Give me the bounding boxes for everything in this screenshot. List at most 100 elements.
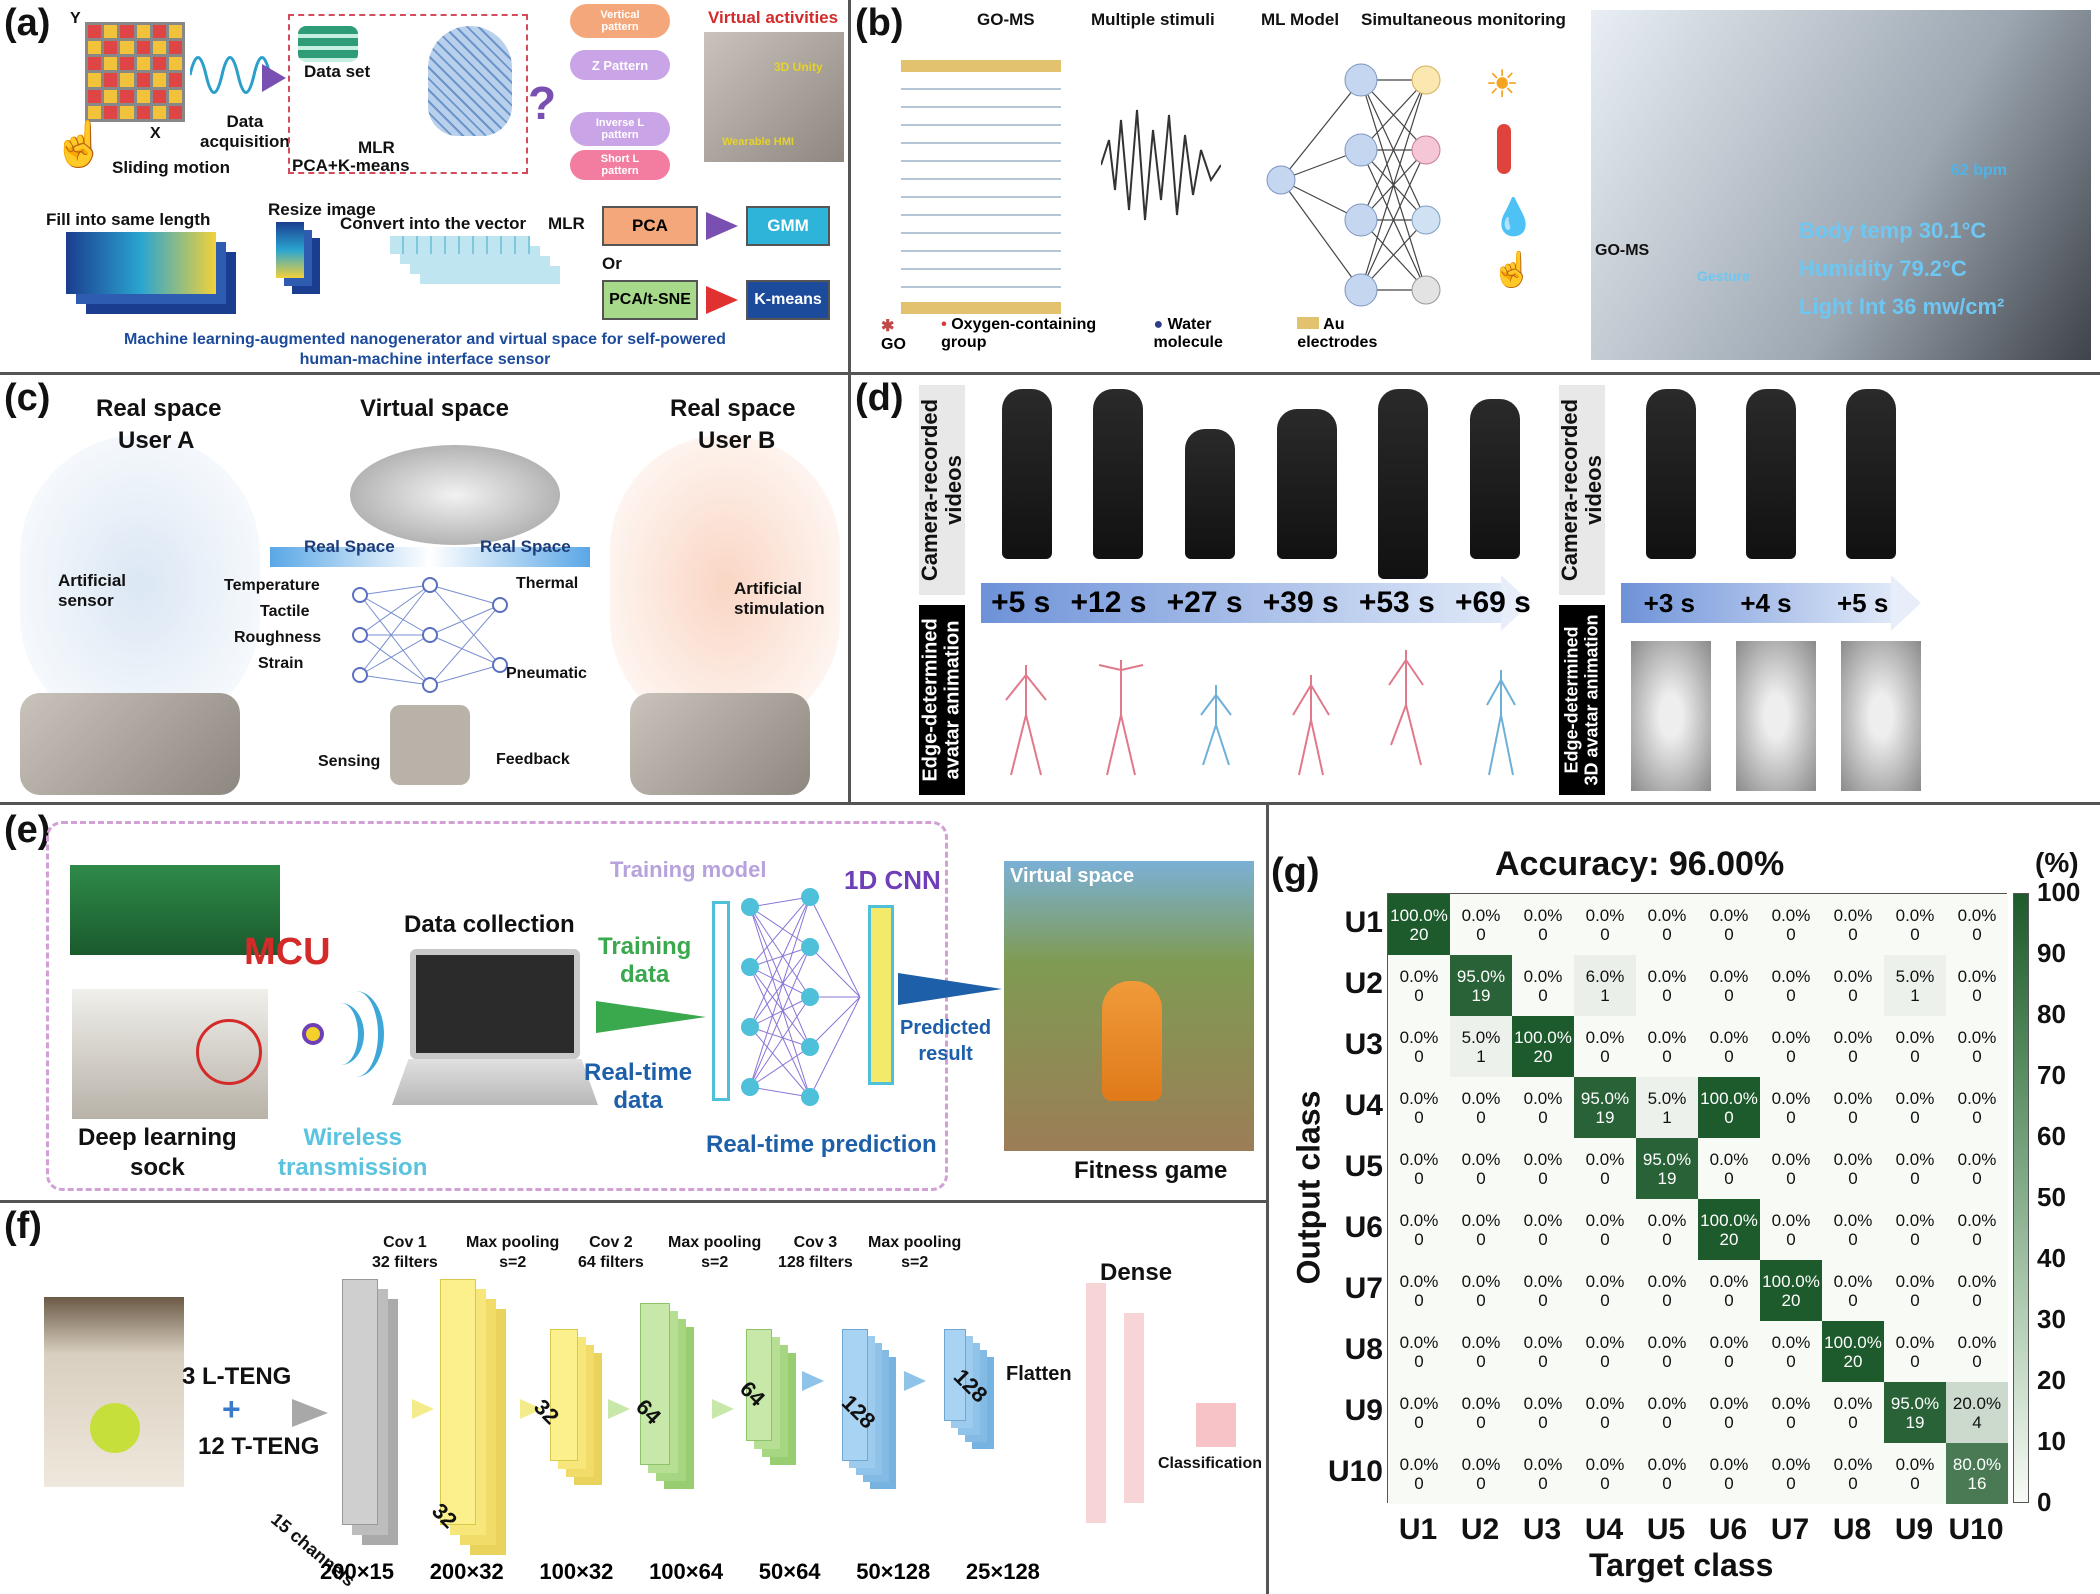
colorbar-tick: 30: [2037, 1304, 2066, 1334]
cell-percent: 0.0%: [1833, 1088, 1873, 1108]
cell-percent: 5.0%: [1895, 966, 1935, 986]
matrix-cell: 0.0%0: [1946, 1199, 2008, 1260]
matrix-cell: 0.0%0: [1822, 1138, 1884, 1199]
cell-count: 0: [1972, 924, 1982, 944]
pattern-inverse-l: Inverse L pattern: [570, 112, 670, 146]
matrix-cell: 0.0%0: [1388, 955, 1450, 1016]
cell-count: 0: [1538, 1351, 1548, 1371]
cell-count: 0: [1414, 1168, 1424, 1188]
cell-count: 1: [1910, 985, 1920, 1005]
fill-label: Fill into same length: [46, 210, 211, 229]
matrix-cell: 0.0%0: [1388, 1321, 1450, 1382]
grid-cell: [120, 41, 134, 55]
legend-oxygen: • Oxygen-containing group: [941, 316, 1097, 351]
grid-cell: [120, 57, 134, 71]
matrix-cell: 0.0%0: [1450, 894, 1512, 955]
cell-count: 0: [1910, 1046, 1920, 1066]
cell-percent: 100.0%: [1700, 1088, 1758, 1108]
cell-percent: 0.0%: [1833, 1454, 1873, 1474]
cell-percent: 0.0%: [1585, 1454, 1625, 1474]
cell-count: 0: [1972, 1107, 1982, 1127]
column-label: U9: [1894, 1513, 1934, 1546]
person-frame: [1646, 389, 1696, 559]
colorbar-tick: 10: [2037, 1426, 2066, 1456]
cell-count: 0: [1910, 1351, 1920, 1371]
cell-percent: 0.0%: [1771, 1210, 1811, 1230]
colorbar-tick: 80: [2037, 999, 2066, 1029]
wireless-icon: [288, 991, 384, 1077]
cell-count: 20: [1843, 1351, 1863, 1371]
dim-label: 200×15: [320, 1559, 395, 1584]
grid-cell: [168, 73, 182, 87]
cell-percent: 0.0%: [1833, 1149, 1873, 1169]
pool3-layer: [944, 1329, 966, 1421]
grid-cell: [152, 25, 166, 39]
cell-count: 0: [1848, 1229, 1858, 1249]
cell-percent: 100.0%: [1700, 1210, 1758, 1230]
arrow-green-icon: [712, 1399, 734, 1419]
matrix-cell: 0.0%0: [1574, 1260, 1636, 1321]
grid-cell: [152, 57, 166, 71]
input-strain: Strain: [258, 655, 304, 672]
matrix-cell: 20.0%4: [1946, 1382, 2008, 1443]
axis-x-label: X: [150, 125, 161, 142]
light-label: Light Int 36 mw/cm²: [1799, 294, 2005, 319]
matrix-cell: 0.0%0: [1388, 1016, 1450, 1077]
input-layer-bar: [712, 901, 730, 1101]
divider-bottom-vertical: [1266, 803, 1269, 1594]
pca-kmeans-label: PCA+K-means: [292, 156, 410, 175]
matrix-cell: 0.0%0: [1574, 1321, 1636, 1382]
cell-percent: 5.0%: [1461, 1027, 1501, 1047]
cell-count: 19: [1905, 1412, 1925, 1432]
edge-tag-text: Edge-determined avatar animation: [920, 618, 965, 782]
matrix-cell: 0.0%0: [1884, 1443, 1946, 1504]
cell-percent: 5.0%: [1647, 1088, 1687, 1108]
arrow-green-icon: [596, 1001, 706, 1033]
head-mesh-icon: [428, 26, 512, 136]
arrow-yellow-icon: [412, 1399, 434, 1419]
arrow-red-icon: [706, 286, 738, 314]
header-go-ms: GO-MS: [977, 10, 1035, 29]
matrix-cell: 0.0%0: [1698, 1382, 1760, 1443]
cell-percent: 0.0%: [1709, 1271, 1749, 1291]
matrix-cell: 0.0%0: [1512, 1382, 1574, 1443]
sensing-label: Sensing: [318, 753, 381, 770]
grid-cell: [104, 105, 118, 119]
cell-percent: 0.0%: [1771, 1454, 1811, 1474]
unity-label: 3D Unity: [774, 60, 823, 74]
panel-e-label: (e): [4, 809, 51, 851]
grid-cell: [104, 25, 118, 39]
cell-percent: 0.0%: [1709, 966, 1749, 986]
cell-percent: 0.0%: [1523, 1149, 1563, 1169]
cell-count: 0: [1786, 985, 1796, 1005]
pca-tsne-box: PCA/t-SNE: [602, 280, 698, 320]
cell-count: 0: [1848, 1107, 1858, 1127]
cell-count: 0: [1476, 1473, 1486, 1493]
matrix-cell: 0.0%0: [1946, 1016, 2008, 1077]
mcu-board-photo: [70, 865, 280, 955]
panel-g-label: (g): [1271, 851, 1320, 893]
cell-percent: 0.0%: [1399, 1210, 1439, 1230]
matrix-cell: 0.0%0: [1698, 1321, 1760, 1382]
cell-percent: 0.0%: [1585, 1393, 1625, 1413]
cell-percent: 95.0%: [1580, 1088, 1630, 1108]
matrix-cell: 0.0%0: [1760, 1321, 1822, 1382]
user-a-bg: [20, 435, 260, 735]
cell-count: 0: [1600, 1290, 1610, 1310]
cell-count: 0: [1476, 924, 1486, 944]
matrix-cell: 95.0%19: [1884, 1382, 1946, 1443]
cell-count: 0: [1724, 1412, 1734, 1432]
sliding-motion-label: Sliding motion: [112, 158, 231, 177]
person-frames-3d: [1621, 389, 1921, 569]
pattern-short-l: Short L pattern: [570, 150, 670, 180]
column-label: U3: [1522, 1513, 1562, 1546]
cell-percent: 0.0%: [1647, 1027, 1687, 1047]
column-label: U2: [1460, 1513, 1500, 1546]
convert-label: Convert into the vector: [340, 214, 527, 233]
cell-count: 0: [1972, 1229, 1982, 1249]
time-label: +5 s: [991, 586, 1051, 619]
grid-cell: [104, 57, 118, 71]
wearable-hmi-label: Wearable HMI: [722, 136, 794, 148]
cell-count: 0: [1414, 985, 1424, 1005]
or-label: Or: [602, 254, 622, 273]
